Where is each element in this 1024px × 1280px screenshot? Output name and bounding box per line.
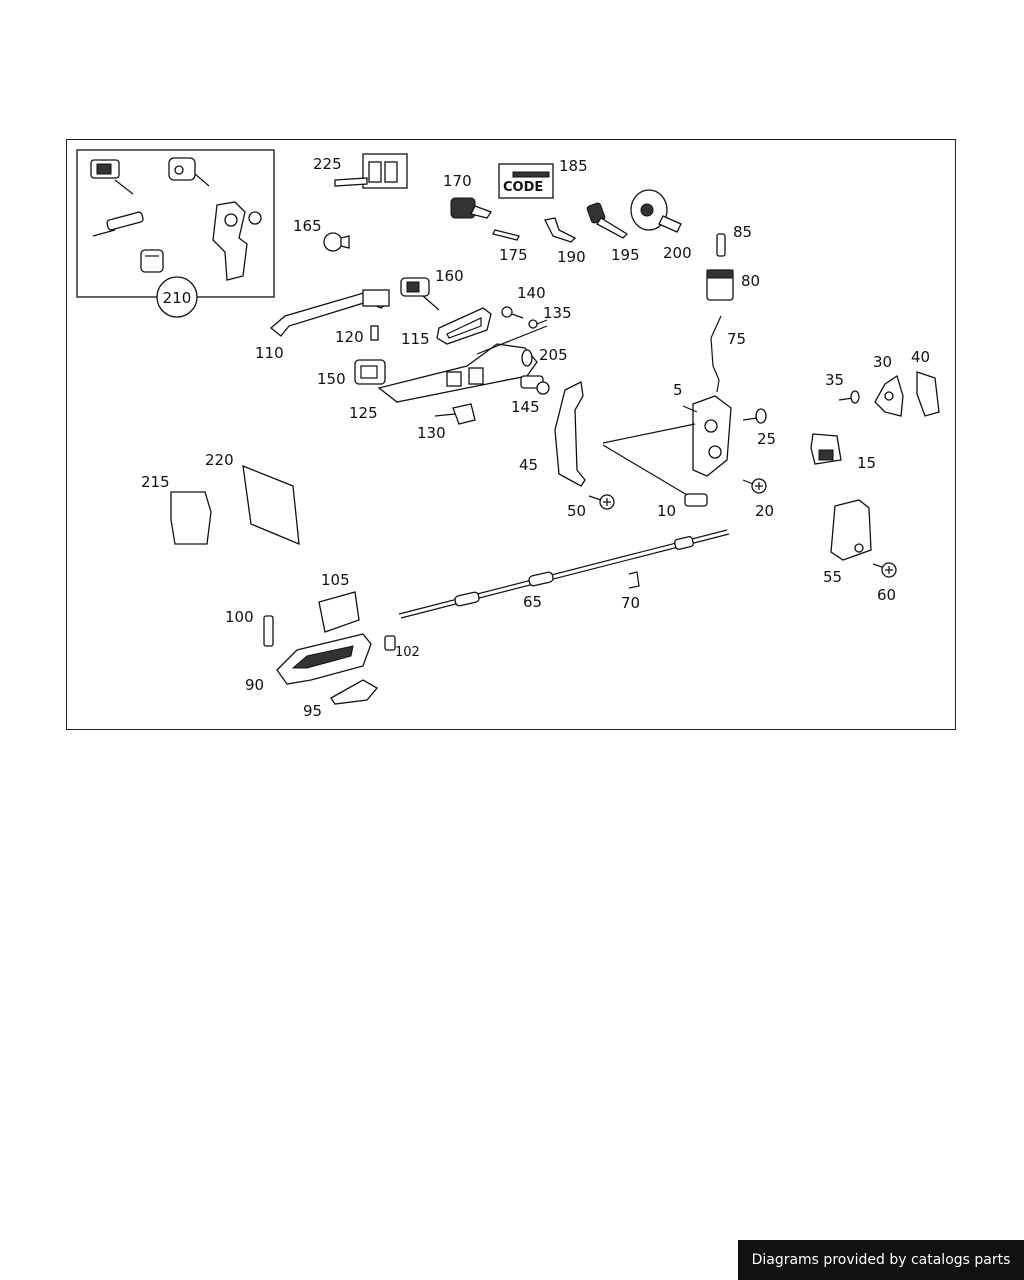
- part-65-cable: [398, 529, 730, 619]
- label-165: 165: [293, 217, 322, 235]
- parts-diagram-frame: 210 225 170 CODE 185 175 190 195 200: [66, 139, 956, 730]
- label-10: 10: [657, 502, 676, 520]
- label-130: 130: [417, 424, 446, 442]
- label-145: 145: [511, 398, 540, 416]
- label-50: 50: [567, 502, 586, 520]
- label-210: 210: [163, 289, 192, 307]
- label-160: 160: [435, 267, 464, 285]
- part-95-cover: [330, 679, 378, 705]
- diagram-credit-footer: Diagrams provided by catalogs parts: [738, 1240, 1024, 1280]
- label-100: 100: [225, 608, 254, 626]
- label-102: 102: [395, 645, 420, 660]
- part-50-screw: [588, 494, 615, 510]
- part-105-bracket: [318, 591, 360, 633]
- label-60: 60: [877, 586, 896, 604]
- label-225: 225: [313, 155, 342, 173]
- part-60-screw: [872, 562, 897, 578]
- part-185-code-card: [498, 163, 554, 199]
- label-220: 220: [205, 451, 234, 469]
- label-200: 200: [663, 244, 692, 262]
- label-120: 120: [335, 328, 364, 346]
- part-160-cap: [400, 277, 440, 311]
- label-80: 80: [741, 272, 760, 290]
- part-120-pin: [370, 325, 379, 341]
- part-10-lock-cylinder: [684, 493, 708, 507]
- label-70: 70: [621, 594, 640, 612]
- part-150-bracket: [354, 359, 386, 385]
- label-30: 30: [873, 353, 892, 371]
- parts-diagram: 210 225 170 CODE 185 175 190 195 200: [76, 149, 940, 720]
- part-20-screw: [742, 478, 767, 494]
- label-85: 85: [733, 223, 752, 241]
- part-25-screw: [742, 408, 767, 424]
- code-card-text: CODE: [503, 180, 543, 195]
- part-45-guide: [554, 381, 586, 487]
- label-105: 105: [321, 571, 350, 589]
- part-175-key-blank: [492, 229, 520, 241]
- label-15: 15: [857, 454, 876, 472]
- label-205: 205: [539, 346, 568, 364]
- label-190: 190: [557, 248, 586, 266]
- label-55: 55: [823, 568, 842, 586]
- callout-circle-210: [156, 276, 198, 318]
- part-135-grommet: [528, 319, 548, 329]
- part-35-screw: [838, 390, 860, 404]
- label-25: 25: [757, 430, 776, 448]
- label-5: 5: [673, 381, 683, 399]
- label-35: 35: [825, 371, 844, 389]
- part-102-clip: [384, 635, 396, 651]
- label-150: 150: [317, 370, 346, 388]
- part-195-key: [586, 202, 629, 239]
- part-55-shim: [830, 499, 872, 561]
- label-175: 175: [499, 246, 528, 264]
- part-220-cover: [242, 464, 300, 546]
- label-185: 185: [559, 157, 588, 175]
- part-70-clip: [628, 571, 640, 589]
- part-165-knob: [323, 232, 350, 252]
- label-45: 45: [519, 456, 538, 474]
- label-95: 95: [303, 702, 322, 720]
- label-20: 20: [755, 502, 774, 520]
- label-115: 115: [401, 330, 430, 348]
- label-170: 170: [443, 172, 472, 190]
- part-85-pin: [716, 233, 726, 257]
- label-125: 125: [349, 404, 378, 422]
- label-65: 65: [523, 593, 542, 611]
- part-170-key: [450, 197, 492, 219]
- part-205-spring: [521, 349, 533, 367]
- part-210-lock-set: [90, 157, 262, 318]
- part-145-bushing: [520, 375, 550, 395]
- part-140-screw: [501, 306, 524, 319]
- part-200-key: [630, 189, 682, 233]
- label-110: 110: [255, 344, 284, 362]
- label-90: 90: [245, 676, 264, 694]
- part-130-clip: [452, 403, 476, 425]
- part-215-module: [170, 491, 212, 545]
- label-75: 75: [727, 330, 746, 348]
- label-195: 195: [611, 246, 640, 264]
- part-190-key: [544, 217, 577, 243]
- label-215: 215: [141, 473, 170, 491]
- part-100-bolt: [263, 615, 274, 647]
- part-40-plate: [916, 371, 940, 417]
- label-135: 135: [543, 304, 572, 322]
- label-40: 40: [911, 348, 930, 366]
- label-140: 140: [517, 284, 546, 302]
- part-75-rod: [710, 315, 722, 393]
- part-225-module: [334, 153, 408, 189]
- part-5-door-lock: [692, 395, 732, 477]
